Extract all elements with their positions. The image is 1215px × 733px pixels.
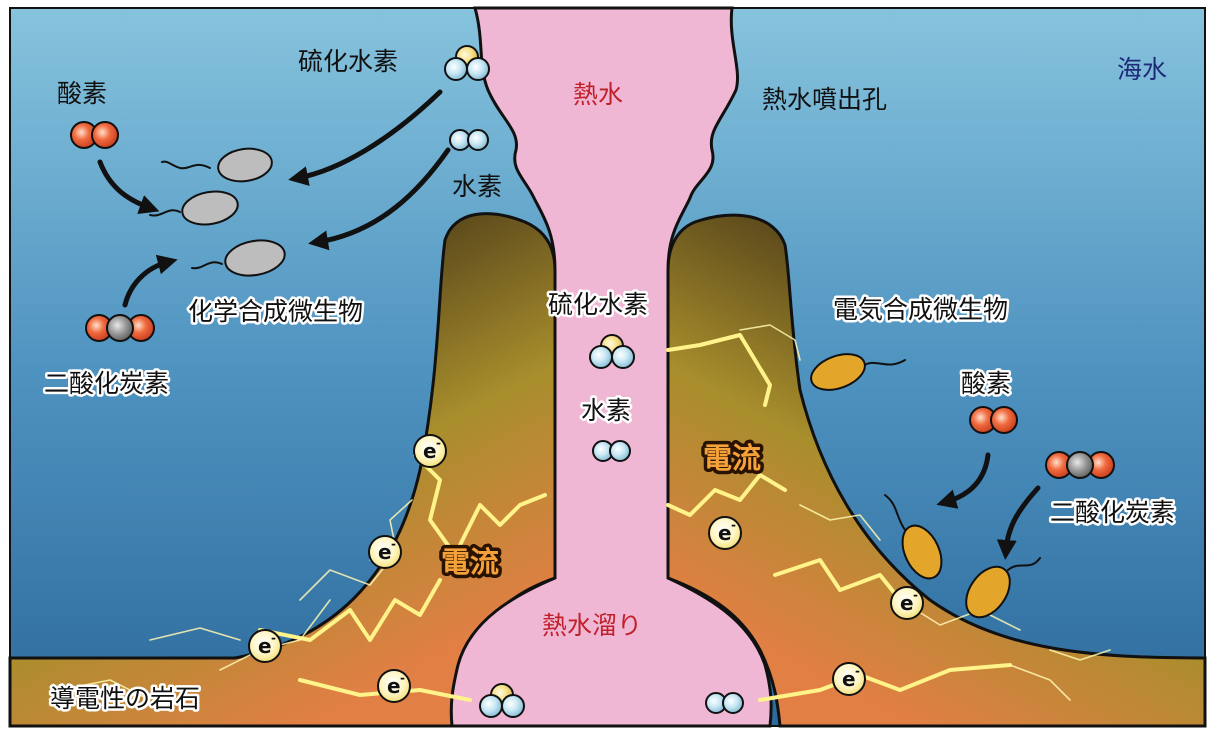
label-h2s-top: 硫化水素 bbox=[298, 47, 398, 76]
electron-6: e - bbox=[891, 587, 923, 619]
label-vent: 熱水噴出孔 bbox=[762, 85, 887, 114]
electron-charge: - bbox=[855, 664, 860, 678]
label-conductive-rock: 導電性の岩石 bbox=[50, 684, 200, 713]
label-seawater: 海水 bbox=[1117, 55, 1167, 84]
label-current-right: 電流 bbox=[703, 441, 761, 475]
electron-label: e bbox=[378, 540, 392, 564]
electron-label: e bbox=[718, 521, 732, 545]
electron-charge: - bbox=[913, 588, 918, 602]
o2-molecule-left bbox=[71, 122, 118, 148]
electron-label: e bbox=[258, 634, 272, 658]
electron-4: e - bbox=[378, 670, 410, 702]
electron-label: e bbox=[423, 439, 437, 463]
label-co2-left: 二酸化炭素 bbox=[44, 369, 169, 398]
electron-charge: - bbox=[400, 671, 405, 685]
co2-molecule-right bbox=[1046, 452, 1114, 478]
electron-charge: - bbox=[271, 631, 276, 645]
label-hot-water: 熱水 bbox=[573, 80, 623, 109]
electron-charge: - bbox=[391, 537, 396, 551]
label-electro-microbes: 電気合成微生物 bbox=[833, 295, 1008, 324]
label-oxygen-right: 酸素 bbox=[961, 369, 1011, 398]
label-current-left: 電流 bbox=[441, 545, 499, 579]
electron-7: e - bbox=[833, 663, 865, 695]
electron-label: e bbox=[387, 674, 401, 698]
electron-2: e - bbox=[369, 536, 401, 568]
label-co2-right: 二酸化炭素 bbox=[1050, 498, 1175, 527]
electron-5: e - bbox=[709, 517, 741, 549]
label-h2-top: 水素 bbox=[452, 172, 502, 201]
co2-molecule-left bbox=[86, 315, 154, 341]
electron-charge: - bbox=[436, 436, 441, 450]
electron-label: e bbox=[900, 591, 914, 615]
label-hot-pool: 熱水溜り bbox=[542, 611, 642, 640]
electron-1: e - bbox=[414, 435, 446, 467]
electron-3: e - bbox=[249, 630, 281, 662]
label-h2s-mid: 硫化水素 bbox=[548, 290, 648, 319]
label-oxygen-left: 酸素 bbox=[57, 79, 107, 108]
label-chemo-microbes: 化学合成微生物 bbox=[188, 297, 363, 326]
o2-molecule-right bbox=[970, 407, 1017, 433]
label-h2-mid: 水素 bbox=[581, 396, 631, 425]
electron-label: e bbox=[842, 667, 856, 691]
electron-charge: - bbox=[731, 518, 736, 532]
